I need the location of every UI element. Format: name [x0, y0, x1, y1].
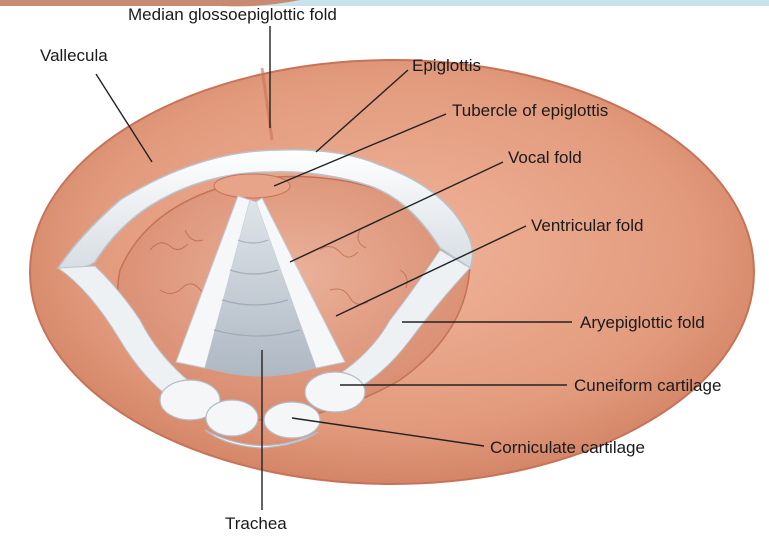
corniculate-right	[264, 402, 320, 438]
label-trachea: Trachea	[225, 514, 287, 534]
cuneiform-right	[305, 372, 365, 412]
label-vocal-fold: Vocal fold	[508, 148, 582, 168]
label-corniculate-cartilage: Corniculate cartilage	[490, 438, 645, 458]
label-aryepiglottic-fold: Aryepiglottic fold	[580, 313, 705, 333]
label-tubercle-of-epiglottis: Tubercle of epiglottis	[452, 101, 608, 121]
label-epiglottis: Epiglottis	[412, 56, 481, 76]
label-ventricular-fold: Ventricular fold	[531, 216, 643, 236]
label-median-glossoepiglottic-fold: Median glossoepiglottic fold	[128, 5, 337, 25]
label-vallecula: Vallecula	[40, 46, 108, 66]
corniculate-left	[206, 400, 258, 436]
label-cuneiform-cartilage: Cuneiform cartilage	[574, 376, 721, 396]
epiglottis-tubercle	[214, 174, 290, 198]
